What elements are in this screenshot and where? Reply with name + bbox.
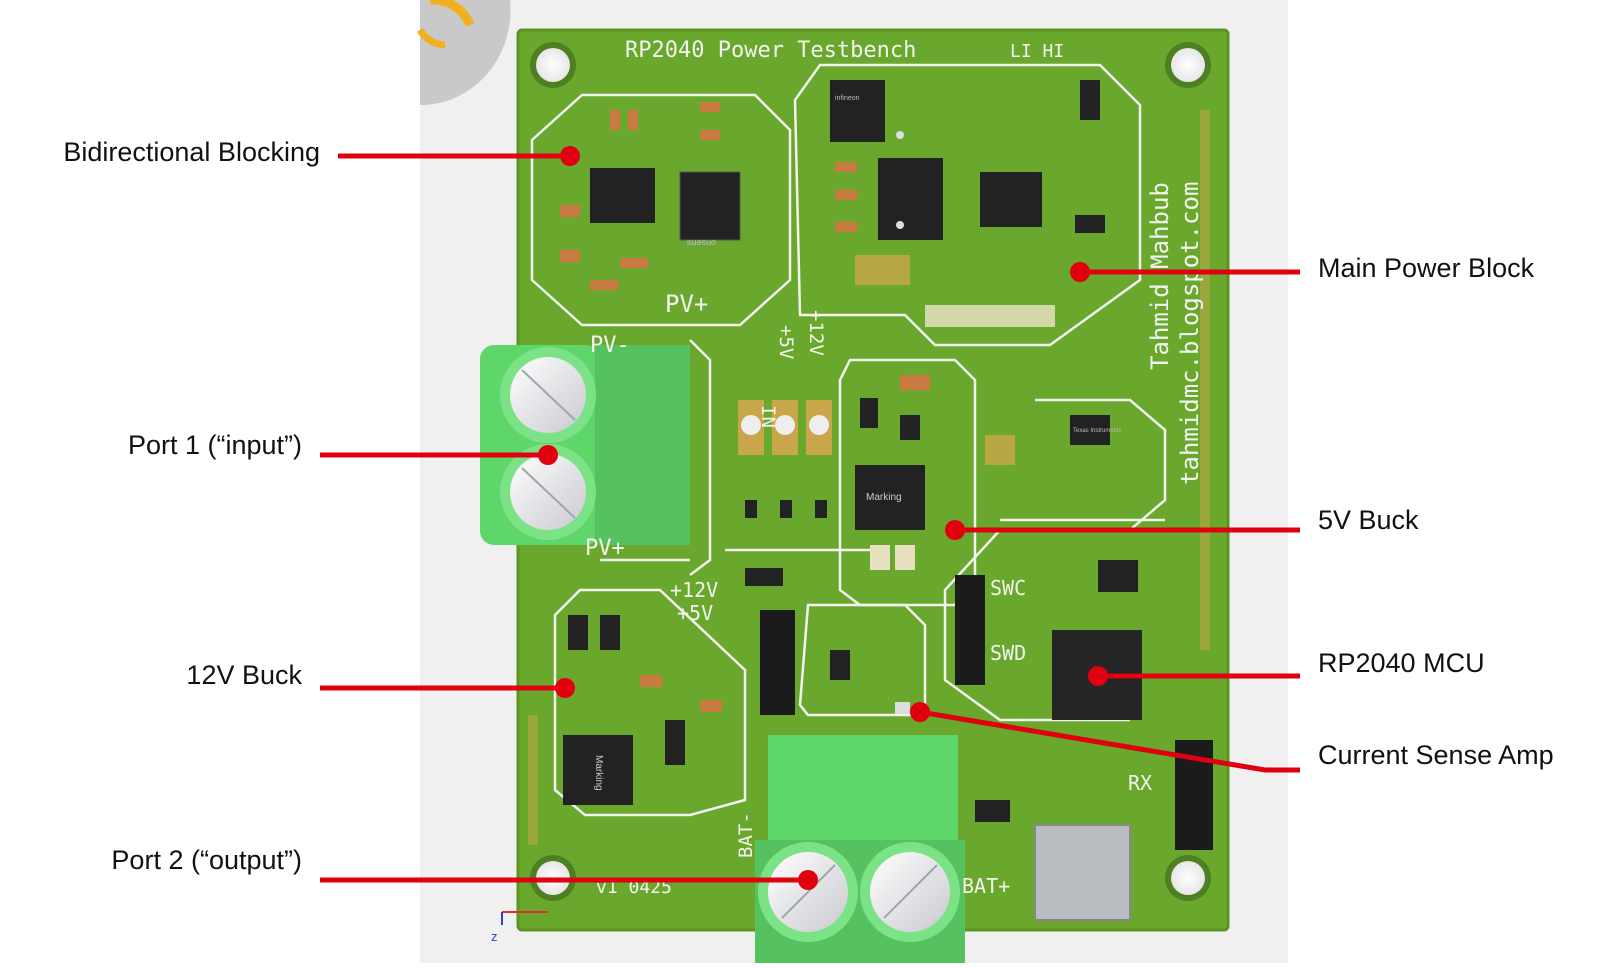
leader-dot-12v-buck	[555, 678, 575, 698]
axis-z-label: z	[491, 929, 498, 944]
pv-plus-top-label: PV+	[665, 290, 708, 318]
jumper-5v-label: +5V	[677, 601, 713, 625]
chip-markings: Marking Marking onsemi infineon Texas In…	[593, 95, 1122, 791]
rail-12v-label: +12V	[805, 310, 827, 356]
components	[528, 80, 1213, 921]
leader-dot-port1	[538, 445, 558, 465]
bat-plus-label: BAT+	[962, 874, 1010, 898]
marking-text-5v: Marking	[866, 492, 902, 503]
callout-main-power-block: Main Power Block	[1318, 253, 1535, 283]
swd-label: SWD	[990, 641, 1026, 665]
callout-lines	[320, 146, 1300, 890]
vendor-infineon-text: infineon	[835, 95, 860, 102]
callout-port1: Port 1 (“input”)	[127, 430, 302, 460]
axis-triad-icon: z	[491, 911, 548, 944]
callout-bidirectional-blocking: Bidirectional Blocking	[63, 137, 320, 167]
leader-dot-bidirectional-blocking	[560, 146, 580, 166]
silkscreen-text: RP2040 Power Testbench LI HI PV+ PV- PV+…	[585, 38, 1204, 898]
callout-5v-buck: 5V Buck	[1318, 505, 1419, 535]
callout-port2: Port 2 (“output”)	[111, 845, 302, 875]
leader-dot-rp2040-mcu	[1088, 666, 1108, 686]
board-title: RP2040 Power Testbench	[625, 38, 916, 63]
callout-12v-buck: 12V Buck	[186, 660, 302, 690]
view-cube-icon	[416, 0, 511, 106]
pv-plus-port-label: PV+	[585, 536, 625, 561]
swc-label: SWC	[990, 576, 1026, 600]
url-label: tahmidmc.blogspot.com	[1176, 182, 1204, 485]
leader-line-current-sense-amp	[919, 709, 1300, 773]
vendor-onsemi-text: onsemi	[687, 238, 716, 248]
leader-dot-main-power-block	[1070, 262, 1090, 282]
marking-text-12v: Marking	[593, 755, 604, 791]
port1-terminal-block	[480, 345, 690, 545]
leader-dot-5v-buck	[945, 520, 965, 540]
marking-inductor-5v	[855, 465, 925, 530]
pv-minus-label: PV-	[590, 333, 630, 358]
port2-terminal-block	[755, 735, 965, 963]
rail-in-label: IN	[757, 405, 779, 428]
rail-5v-label: +5V	[775, 325, 797, 359]
vendor-ti-text: Texas Instruments	[1073, 428, 1122, 434]
jumper-12v-label: +12V	[670, 578, 718, 602]
leader-dot-current-sense-amp	[910, 702, 930, 722]
callout-current-sense-amp: Current Sense Amp	[1318, 740, 1554, 770]
callout-rp2040-mcu: RP2040 MCU	[1318, 648, 1485, 678]
author-label: Tahmid Mahbub	[1146, 182, 1174, 370]
bat-minus-label: BAT-	[735, 812, 757, 858]
leader-dot-port2	[798, 870, 818, 890]
li-hi-label: LI HI	[1010, 41, 1064, 62]
rx-label: RX	[1128, 771, 1152, 795]
